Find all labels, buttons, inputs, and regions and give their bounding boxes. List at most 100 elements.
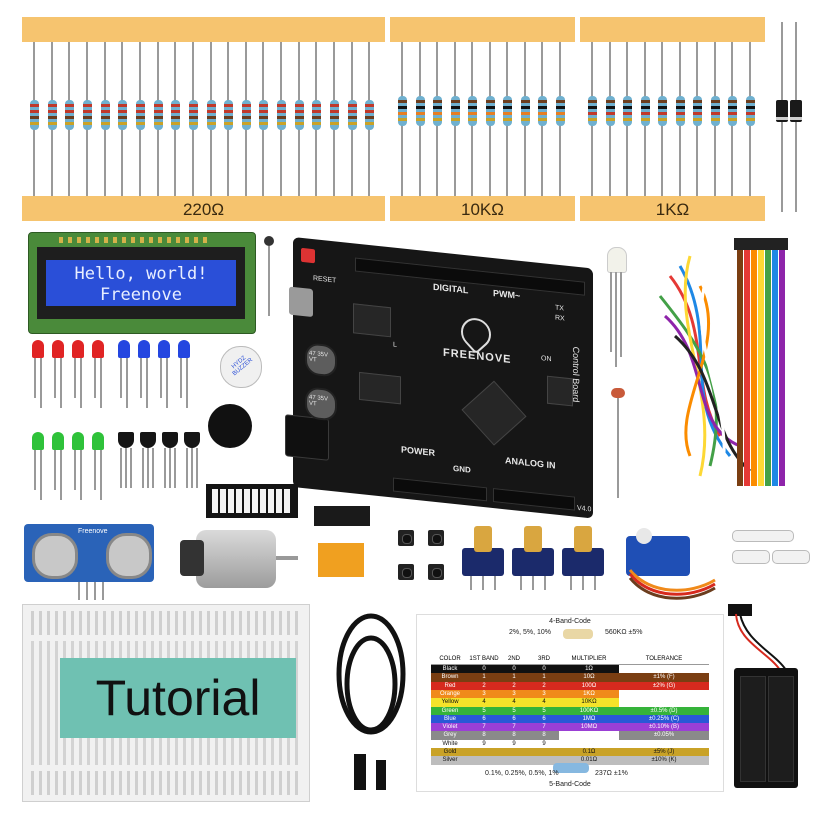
color-code-cell: Red [431, 681, 469, 691]
resistor-body [710, 96, 720, 126]
four-band-example: 560KΩ ±5% [605, 629, 643, 636]
color-code-cell: ±5% (J) [619, 748, 709, 757]
resistor-band [188, 122, 198, 125]
resistor-band [693, 118, 702, 121]
resistor-band [171, 110, 181, 113]
resistor-band [675, 118, 685, 121]
potentiometer-knob[interactable] [474, 526, 492, 552]
resistor-band [82, 110, 92, 113]
resistor-band [538, 100, 547, 103]
resistor-band [153, 104, 163, 107]
battery-slot [740, 676, 766, 782]
resistor-band [294, 116, 304, 119]
color-code-cell: 1Ω [559, 665, 619, 674]
led-lead [620, 272, 622, 357]
push-button[interactable] [428, 530, 444, 546]
resistor-band [433, 100, 442, 103]
resistor-body [415, 96, 425, 126]
ultrasonic-transducer [106, 533, 152, 579]
resistor-body [206, 100, 216, 130]
five-band-title: 5-Band-Code [549, 781, 591, 788]
resistor-band [468, 106, 477, 109]
resistor-band [171, 122, 181, 125]
resistor-body [135, 100, 145, 130]
resistor-band [605, 106, 615, 109]
gnd-label: GND [453, 463, 471, 475]
resistor-band [605, 118, 615, 121]
color-code-cell: 8 [499, 731, 529, 741]
potentiometer-knob[interactable] [524, 526, 542, 552]
resistor-band [259, 116, 269, 119]
resistor-body [277, 100, 287, 130]
resistor-band [520, 106, 530, 109]
photoresistor-head [611, 388, 625, 398]
resistor-band [100, 122, 110, 125]
resistor-body [605, 96, 615, 126]
transistor [162, 432, 178, 448]
resistor-band [206, 104, 216, 107]
led [178, 340, 190, 358]
led [118, 340, 130, 358]
diode-band [776, 117, 788, 120]
five-band-resistor-icon [553, 763, 589, 773]
led [92, 340, 104, 358]
push-button[interactable] [398, 530, 414, 546]
transistor-lead [169, 448, 171, 488]
resistor-band [206, 116, 216, 119]
resistor-band [188, 116, 198, 119]
resistor-body [640, 96, 650, 126]
resistor-band [693, 112, 702, 115]
color-code-cell: Grey [431, 731, 469, 741]
potentiometer-pin [520, 576, 522, 590]
color-code-cell: 3 [529, 689, 559, 699]
color-code-cell: 5 [499, 706, 529, 716]
resistor-band [65, 110, 75, 113]
resistor-body [693, 96, 702, 126]
resistor-band [745, 112, 755, 115]
resistor-band [241, 110, 251, 113]
led [72, 340, 84, 358]
push-button[interactable] [428, 564, 444, 580]
resistor-band [241, 116, 251, 119]
control-board: RESET 47 35V VT 47 35V VT DIGITAL PWM~ T… [285, 237, 593, 519]
resistor-band [30, 104, 39, 107]
resistor-band [588, 100, 597, 103]
color-code-cell: 10KΩ [559, 698, 619, 708]
transistor [184, 432, 200, 448]
reset-button[interactable] [301, 247, 315, 264]
diode-body [776, 100, 788, 122]
resistor-band [118, 122, 128, 125]
resistor-band [224, 122, 234, 125]
battery-plug [728, 604, 752, 616]
resistor-body [65, 100, 75, 130]
resistor-band [294, 122, 304, 125]
color-code-cell: 9 [499, 739, 529, 749]
color-code-cell [499, 748, 529, 757]
usb-chip [353, 303, 391, 338]
breadboard-rail [31, 771, 299, 795]
usb-cable [336, 613, 406, 790]
push-button[interactable] [398, 564, 414, 580]
relay [318, 543, 364, 577]
servo-cable [628, 569, 716, 600]
resistor-body [241, 100, 251, 130]
resistor-band [520, 118, 530, 121]
resistor-band [206, 122, 216, 125]
potentiometer-knob[interactable] [574, 526, 592, 552]
four-band-tolerances: 2%, 5%, 10% [509, 629, 552, 636]
resistor-band [347, 110, 357, 113]
color-code-cell: ±0.05% [619, 731, 709, 741]
transistor-lead [174, 448, 176, 488]
resistor-band [347, 104, 357, 107]
color-code-cell: Brown [431, 673, 469, 683]
resistor-band [693, 100, 702, 103]
servo-horn [636, 528, 652, 544]
dc-jack [285, 414, 329, 461]
lcd1602-module: Hello, world! Freenove [28, 232, 256, 334]
resistor-band [710, 100, 720, 103]
